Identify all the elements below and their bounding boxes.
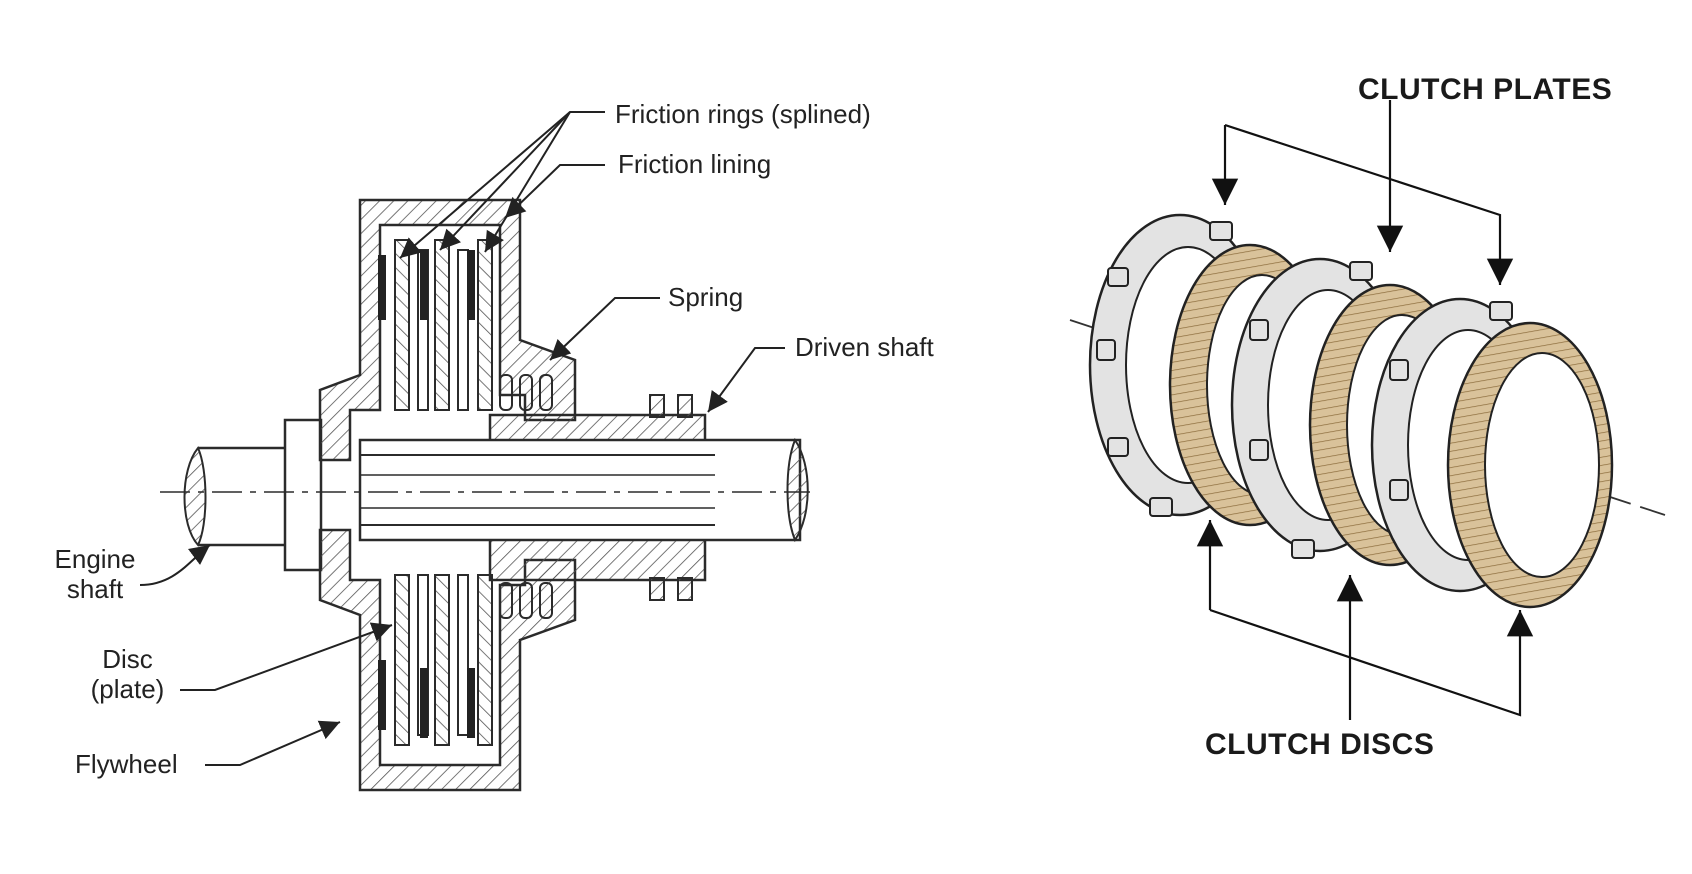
label-friction-lining: Friction lining xyxy=(618,149,772,179)
label-friction-rings: Friction rings (splined) xyxy=(615,99,871,129)
springs xyxy=(499,374,553,619)
leader-lines-left xyxy=(139,111,785,766)
label-clutch-plates: CLUTCH PLATES xyxy=(1358,73,1613,106)
friction-plates-upper xyxy=(378,239,493,411)
label-disc-line1: Disc xyxy=(102,644,153,674)
label-engine-shaft-line1: Engine xyxy=(54,544,136,574)
label-disc-plate: Disc (plate) xyxy=(70,644,185,705)
label-driven-shaft: Driven shaft xyxy=(795,332,934,362)
label-engine-shaft-line2: shaft xyxy=(66,573,124,604)
label-engine-shaft: Engine shaft xyxy=(40,544,150,605)
leader-lines-plates xyxy=(1211,100,1514,285)
driven-shaft xyxy=(358,394,809,601)
leader-lines-discs xyxy=(1196,520,1534,720)
label-spring: Spring xyxy=(668,282,744,312)
label-clutch-discs: CLUTCH DISCS xyxy=(1205,728,1435,761)
label-flywheel: Flywheel xyxy=(75,749,178,779)
friction-plates-lower xyxy=(378,574,493,746)
engine-shaft xyxy=(183,418,323,572)
label-disc-line2: (plate) xyxy=(90,673,165,704)
clutch-disc-3 xyxy=(1446,321,1614,609)
